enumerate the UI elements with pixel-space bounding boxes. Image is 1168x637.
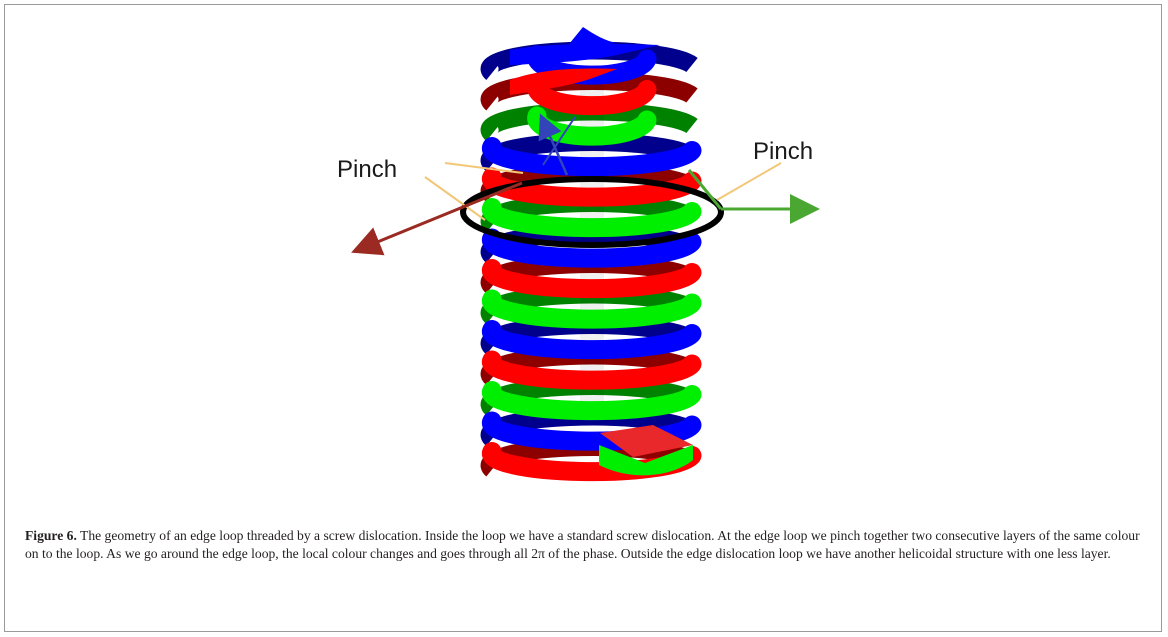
helix-band-front xyxy=(481,198,702,238)
helix-band-front xyxy=(481,289,702,329)
pinch-left-leader-bottom xyxy=(424,176,486,221)
left-arrow xyxy=(351,181,523,256)
helix-band-front xyxy=(481,259,702,299)
helix-band-front xyxy=(481,320,702,360)
caption-text: The geometry of an edge loop threaded by… xyxy=(25,528,1140,561)
helix-band-front xyxy=(481,411,702,451)
pinch-left-leader-top xyxy=(444,162,524,174)
helix-band-front xyxy=(481,381,702,421)
right-arrow-stem xyxy=(687,169,723,210)
pinch-label-left: Pinch xyxy=(337,156,397,183)
pinch-label-right: Pinch xyxy=(753,138,813,165)
figure-caption: Figure 6. The geometry of an edge loop t… xyxy=(25,527,1153,563)
figure-frame: Pinch Pinch Figure 6. The geometry of an… xyxy=(4,4,1162,632)
helicoid-illustration: Pinch Pinch xyxy=(337,27,820,482)
caption-label: Figure 6. xyxy=(25,528,77,543)
helix-band-front xyxy=(481,350,702,390)
top-flare-blue xyxy=(510,43,660,65)
top-flare-red xyxy=(510,68,617,95)
bottom-wedge-green xyxy=(599,445,693,476)
helix-band-front xyxy=(481,137,702,177)
bottom-wedge-red xyxy=(600,425,693,457)
top-flare-blue-tip xyxy=(565,27,617,49)
helix-band-front xyxy=(481,228,702,268)
helix-band-front xyxy=(527,76,657,116)
up-arrow-stem xyxy=(542,116,576,166)
up-arrow xyxy=(538,113,569,176)
pinch-right-leader-top xyxy=(716,162,782,201)
edge-loop xyxy=(460,176,724,248)
